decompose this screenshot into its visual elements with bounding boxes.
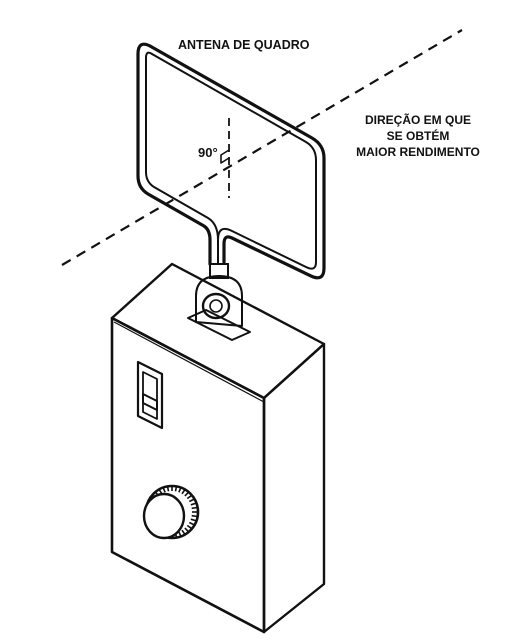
antenna-mount [187, 263, 251, 341]
angle-label: 90° [198, 145, 218, 160]
direction-label-line3: MAIOR RENDIMENTO [356, 145, 480, 159]
direction-dashed-line [61, 29, 463, 266]
direction-label-line1: DIREÇÃO EM QUE [365, 112, 471, 127]
right-angle-marker [220, 149, 230, 164]
direction-label-line2: SE OBTÉM [387, 128, 450, 143]
loop-antenna-frame [136, 42, 326, 280]
receiver-box [110, 262, 326, 634]
tuning-knob[interactable] [142, 484, 200, 540]
antenna-title-label: ANTENA DE QUADRO [178, 38, 310, 52]
power-switch[interactable] [136, 360, 164, 430]
